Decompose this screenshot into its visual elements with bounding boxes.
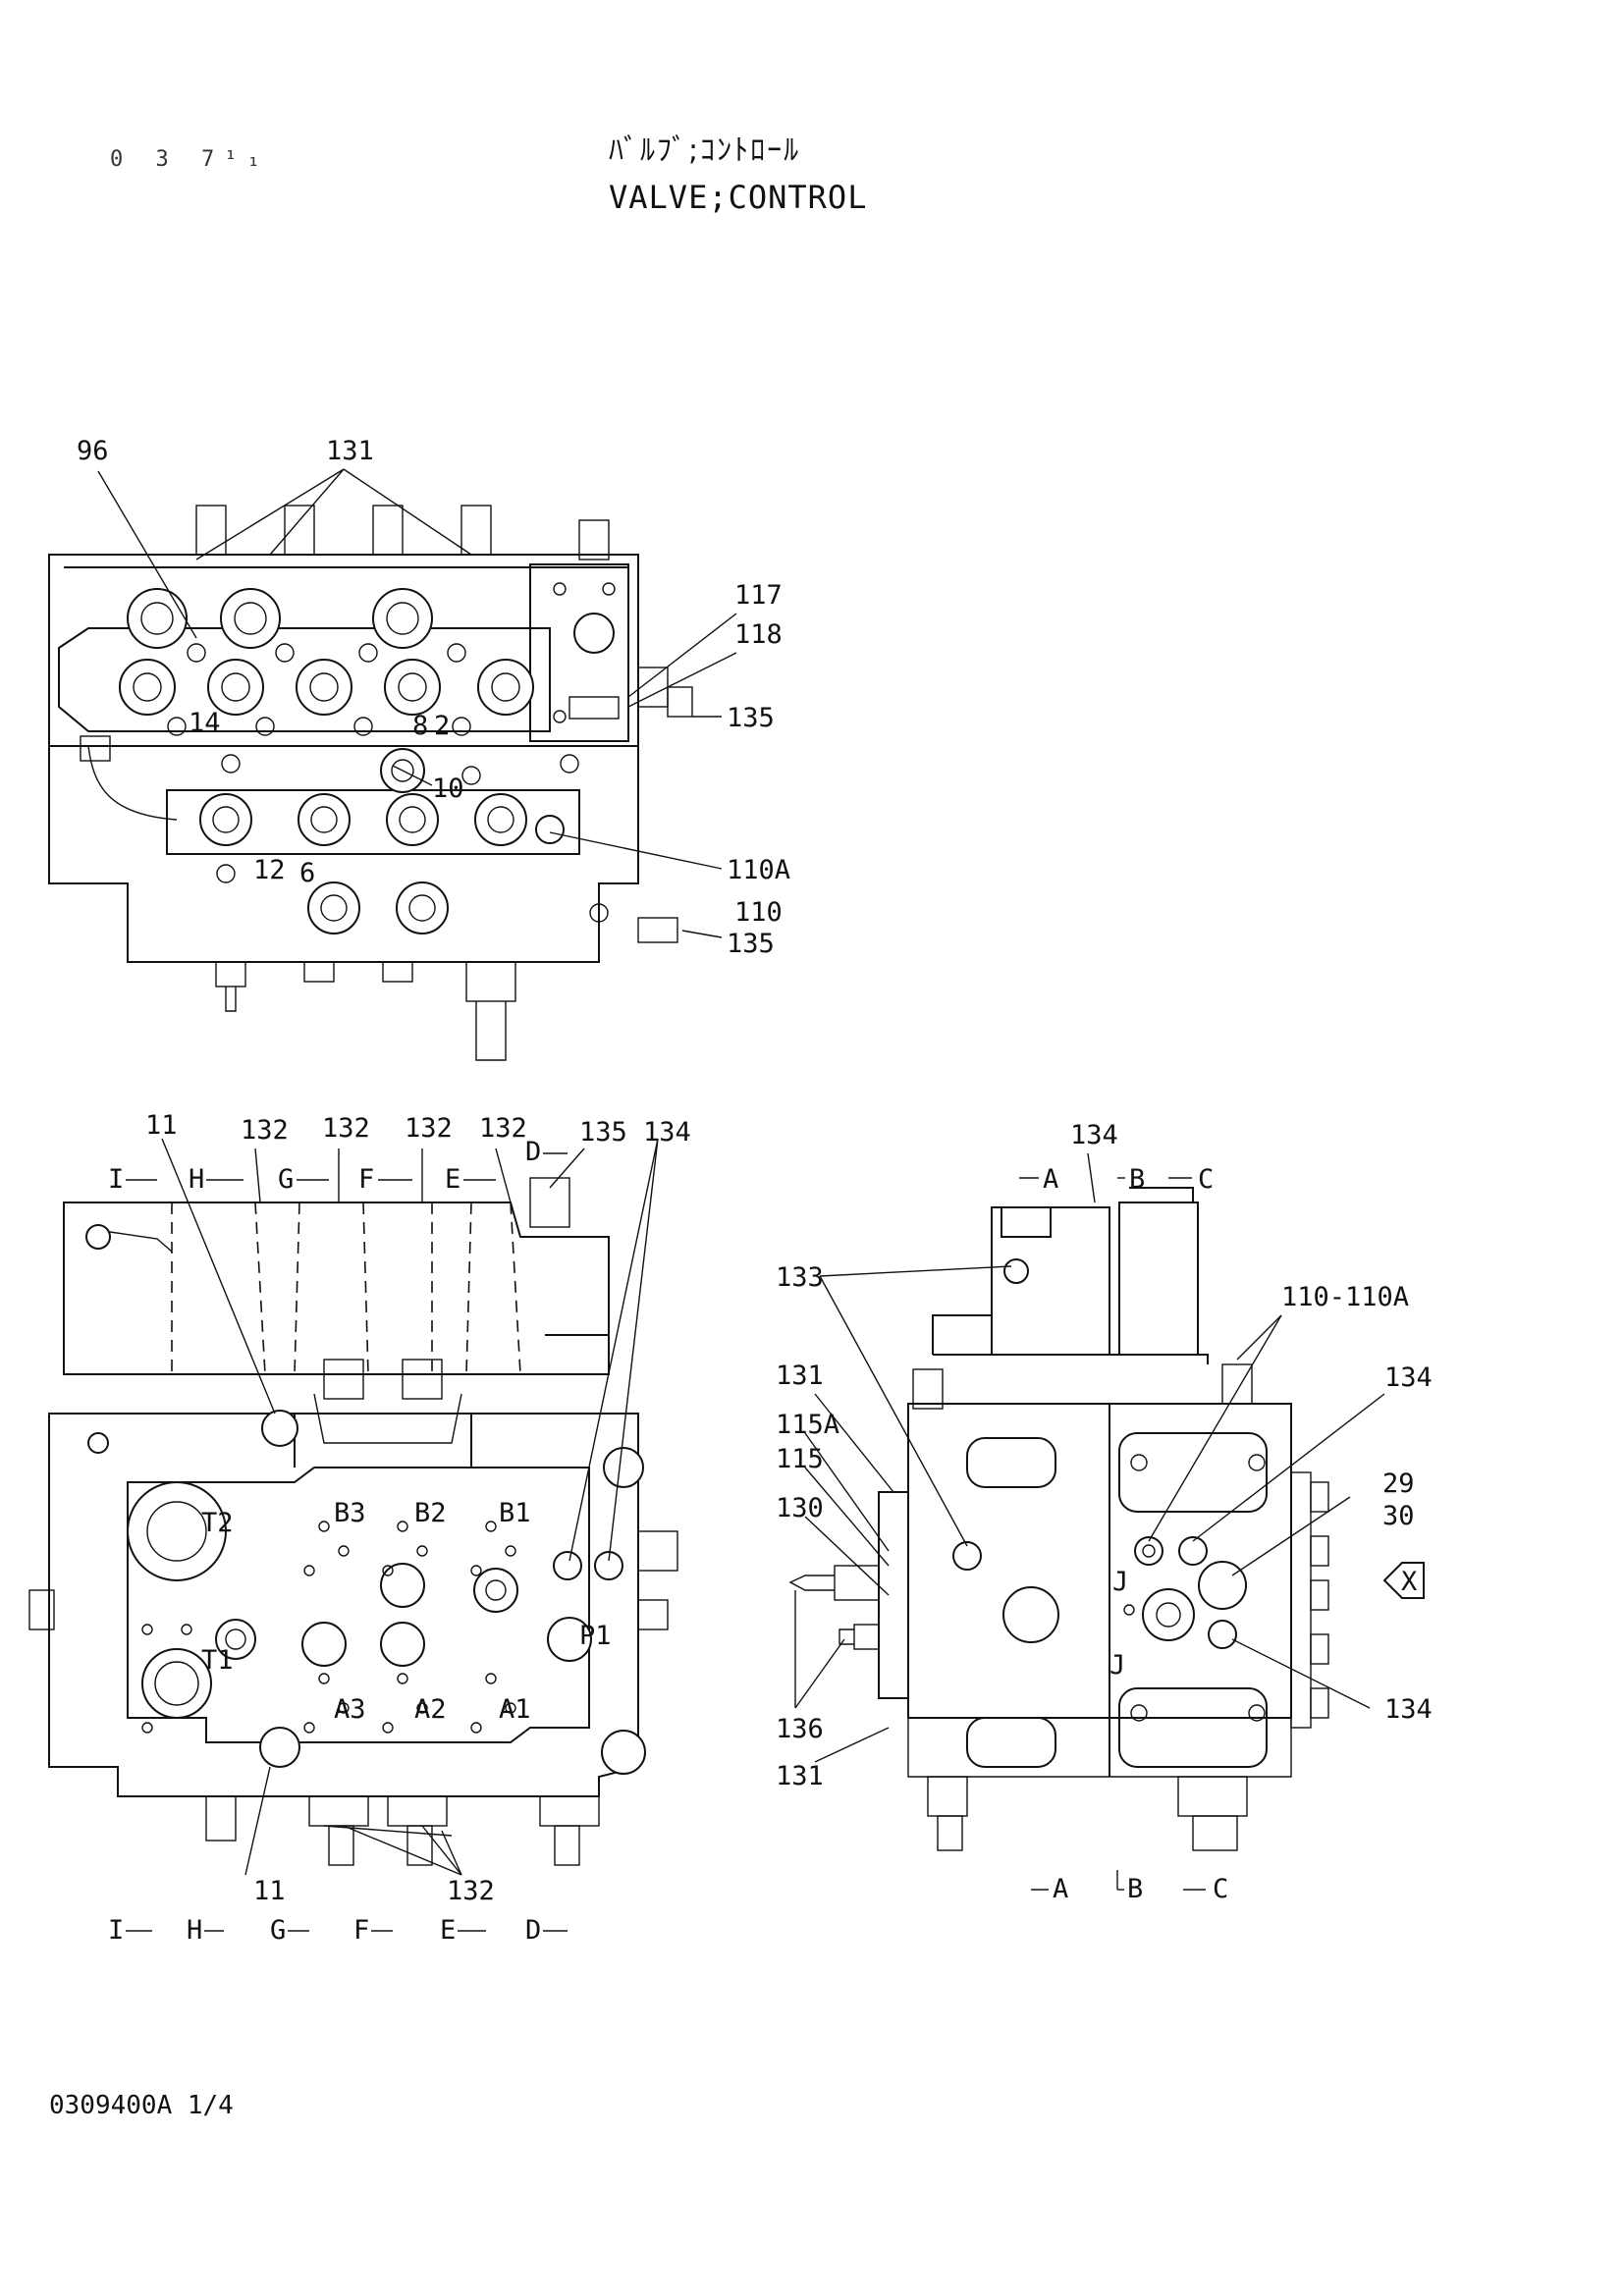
callout-132-a: 132 bbox=[241, 1115, 289, 1146]
callout-132-bottom: 132 bbox=[447, 1876, 495, 1906]
section-side-top-A: A bbox=[1043, 1164, 1058, 1195]
port-B2: B2 bbox=[414, 1498, 447, 1528]
section-top-E: E bbox=[445, 1164, 460, 1195]
label-J-upper: J bbox=[1112, 1567, 1128, 1597]
section-top-D: D bbox=[525, 1137, 541, 1167]
port-A1: A1 bbox=[499, 1694, 531, 1725]
callout-11-top: 11 bbox=[145, 1110, 178, 1141]
side-view bbox=[788, 1187, 1425, 1851]
port-B3: B3 bbox=[334, 1498, 366, 1528]
section-side-top-B: B bbox=[1129, 1164, 1145, 1195]
callout-2: 2 bbox=[434, 711, 450, 741]
callout-134-side-lower: 134 bbox=[1384, 1694, 1433, 1725]
section-bottom-F: F bbox=[353, 1915, 369, 1946]
callout-130: 130 bbox=[776, 1493, 824, 1523]
callout-131-side-lower: 131 bbox=[776, 1761, 824, 1791]
callout-30: 30 bbox=[1382, 1501, 1415, 1531]
callout-133: 133 bbox=[776, 1262, 824, 1293]
section-bottom-G: G bbox=[270, 1915, 286, 1946]
section-side-top-C: C bbox=[1198, 1164, 1214, 1195]
port-B1: B1 bbox=[499, 1498, 531, 1528]
callout-115A: 115A bbox=[776, 1410, 839, 1440]
callout-96: 96 bbox=[77, 436, 109, 466]
callout-135-front: 135 bbox=[579, 1117, 627, 1148]
callout-110-110A: 110-110A bbox=[1281, 1282, 1409, 1312]
callout-11-bottom: 11 bbox=[253, 1876, 286, 1906]
callout-115: 115 bbox=[776, 1444, 824, 1474]
page-code: 0 3 7¹₁ bbox=[110, 147, 270, 172]
side-view-leaders bbox=[794, 1152, 1385, 1763]
callout-118: 118 bbox=[734, 619, 783, 650]
section-top-I: I bbox=[108, 1164, 124, 1195]
section-top-G: G bbox=[278, 1164, 294, 1195]
callout-136: 136 bbox=[776, 1714, 824, 1744]
callout-10: 10 bbox=[432, 774, 464, 804]
front-view-callouts: 11 132 132 132 132 135 134 I H G F E D B… bbox=[108, 1110, 691, 1946]
callout-29: 29 bbox=[1382, 1468, 1415, 1499]
section-bottom-H: H bbox=[187, 1915, 202, 1946]
section-side-bottom-C: C bbox=[1213, 1874, 1228, 1904]
callout-110: 110 bbox=[734, 897, 783, 928]
front-view bbox=[28, 1177, 678, 1866]
top-view-leaders bbox=[97, 468, 737, 938]
port-T2: T2 bbox=[201, 1508, 234, 1538]
callout-132-b: 132 bbox=[322, 1113, 370, 1144]
port-T1: T1 bbox=[201, 1645, 234, 1676]
front-view-leaders bbox=[161, 1138, 659, 1876]
callout-135-upper: 135 bbox=[727, 703, 775, 733]
callout-8: 8 bbox=[412, 711, 428, 741]
label-J-lower: J bbox=[1109, 1650, 1125, 1681]
document-id: 0309400A 1/4 bbox=[49, 2091, 234, 2120]
top-view-callouts: 96 131 117 118 135 14 8 2 10 110A 110 13… bbox=[77, 436, 790, 959]
section-side-bottom-A: A bbox=[1053, 1874, 1068, 1904]
callout-134-front: 134 bbox=[643, 1117, 691, 1148]
callout-6: 6 bbox=[299, 858, 315, 888]
callout-14: 14 bbox=[189, 708, 221, 738]
port-A3: A3 bbox=[334, 1694, 366, 1725]
section-top-F: F bbox=[358, 1164, 374, 1195]
callout-132-c: 132 bbox=[405, 1113, 453, 1144]
side-view-callouts: 134 133 110-110A 131 134 115A 115 130 29… bbox=[776, 1120, 1433, 1904]
title-japanese: ﾊﾞﾙﾌﾞ;ｺﾝﾄﾛｰﾙ bbox=[609, 133, 801, 168]
port-A2: A2 bbox=[414, 1694, 447, 1725]
section-side-bottom-B: B bbox=[1127, 1874, 1143, 1904]
callout-134-side-upper: 134 bbox=[1384, 1362, 1433, 1393]
view-marker-X: X bbox=[1401, 1567, 1417, 1597]
top-view bbox=[48, 505, 693, 1061]
callout-132-d: 132 bbox=[479, 1113, 527, 1144]
callout-131: 131 bbox=[326, 436, 374, 466]
callout-134-side-top: 134 bbox=[1070, 1120, 1118, 1150]
section-bottom-I: I bbox=[108, 1915, 124, 1946]
callout-131-side-upper: 131 bbox=[776, 1361, 824, 1391]
section-top-H: H bbox=[189, 1164, 204, 1195]
callout-12: 12 bbox=[253, 855, 286, 885]
callout-135-lower: 135 bbox=[727, 929, 775, 959]
port-P1: P1 bbox=[579, 1621, 612, 1651]
section-bottom-E: E bbox=[440, 1915, 456, 1946]
section-bottom-D: D bbox=[525, 1915, 541, 1946]
callout-110A: 110A bbox=[727, 855, 790, 885]
callout-117: 117 bbox=[734, 580, 783, 611]
title-english: VALVE;CONTROL bbox=[609, 179, 868, 216]
